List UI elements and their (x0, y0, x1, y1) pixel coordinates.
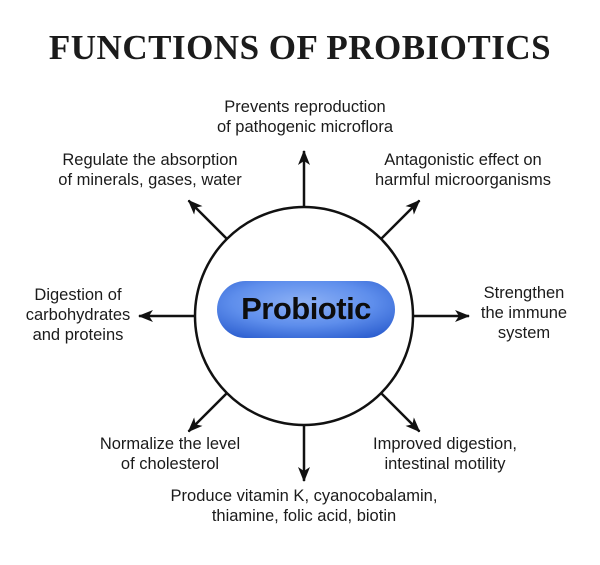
arrow-southeast (380, 392, 421, 433)
probiotic-pill-label: Probiotic (241, 291, 371, 326)
arrow-southwest (187, 392, 228, 433)
probiotic-pill (217, 281, 395, 338)
function-label-prevents-reproduction: Prevents reproduction of pathogenic micr… (216, 98, 394, 136)
function-label-produce-vitamins: Produce vitamin K, cyanocobalamin, thiam… (170, 487, 438, 525)
function-label-intestinal-motility: Improved digestion, intestinal motility (373, 435, 517, 473)
function-label-digestion: Digestion of carbohydrates and proteins (25, 286, 131, 344)
function-label-immune-system: Strengthen the immune system (480, 284, 568, 342)
arrow-northwest (187, 199, 228, 240)
arrow-northeast (380, 199, 421, 240)
function-label-regulate-absorption: Regulate the absorption of minerals, gas… (58, 151, 242, 189)
function-label-cholesterol: Normalize the level of cholesterol (99, 435, 241, 473)
function-label-antagonistic-effect: Antagonistic effect on harmful microorga… (374, 151, 552, 189)
page-title: FUNCTIONS OF PROBIOTICS (48, 28, 552, 67)
